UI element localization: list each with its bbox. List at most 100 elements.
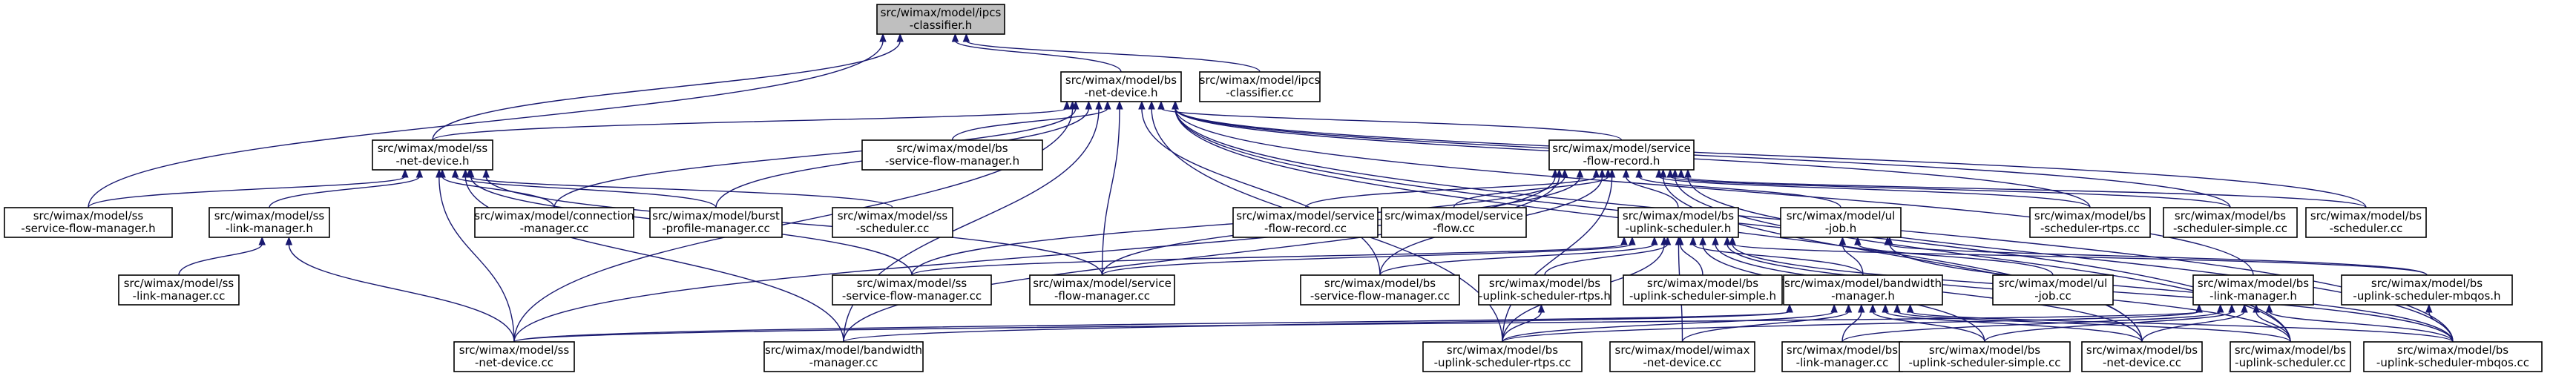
node-label-line: -manager.cc [809,356,878,369]
arrow-head-icon [1786,303,1793,313]
file-node-bs-net-device-cc[interactable]: src/wimax/model/bs-net-device.cc [2081,341,2203,372]
file-node-bs-sfm-h[interactable]: src/wimax/model/bs-service-flow-manager.… [861,139,1043,171]
file-node-connection-manager-cc[interactable]: src/wimax/model/connection-manager.cc [474,207,634,238]
file-node-sf-cc[interactable]: src/wimax/model/service-flow.cc [1381,207,1527,238]
edge-line [911,243,1625,276]
file-node-bs-uplink-scheduler-h[interactable]: src/wimax/model/bs-uplink-scheduler.h [1617,207,1739,238]
file-node-bs-link-manager-cc[interactable]: src/wimax/model/bs-link-manager.cc [1781,341,1903,372]
file-node-sfm-cc[interactable]: src/wimax/model/service-flow-manager.cc [1029,274,1175,306]
file-node-bs-ul-simple-cc[interactable]: src/wimax/model/bs-uplink-scheduler-simp… [1899,341,2071,372]
edge-line [1658,176,2091,208]
arrow-head-icon [1684,168,1692,178]
file-node-bs-ul-mbqos-cc[interactable]: src/wimax/model/bs-uplink-scheduler-mbqo… [2363,341,2543,372]
arrow-head-icon [1592,168,1600,178]
dependency-edge [1869,303,1985,343]
dependency-edge [1502,168,1616,343]
file-node-bs-sfm-cc[interactable]: src/wimax/model/bs-service-flow-manager.… [1300,274,1460,306]
dependency-edge [1502,303,2203,343]
node-box [2230,341,2351,372]
file-node-bs-ul-mbqos-h[interactable]: src/wimax/model/bs-uplink-scheduler-mbqo… [2341,274,2513,306]
file-node-sf-record-cc[interactable]: src/wimax/model/service-flow-record.cc [1232,207,1379,238]
file-node-bs-scheduler-cc[interactable]: src/wimax/model/bs-scheduler.cc [2305,207,2427,238]
file-node-bs-net-device-h[interactable]: src/wimax/model/bs-net-device.h [1060,71,1182,102]
edge-line [513,311,2200,343]
node-box [1899,341,2071,372]
file-node-bs-link-manager-h[interactable]: src/wimax/model/bs-link-manager.h [2192,274,2314,306]
dependency-edge [1655,168,2091,208]
node-label-line: src/wimax/model/ipcs [1200,73,1321,87]
file-node-wimax-net-device-cc[interactable]: src/wimax/model/wimax-net-device.cc [1609,341,1755,372]
arrow-head-icon [1085,100,1093,110]
edge-line [1857,243,2054,276]
file-node-bs-scheduler-rtps-cc[interactable]: src/wimax/model/bs-scheduler-rtps.cc [2029,207,2151,238]
node-label-line: src/wimax/model/ss [838,209,948,222]
arrow-head-icon [1537,303,1545,313]
dependency-edge [1502,303,1838,343]
node-label-line: -flow.cc [1433,222,1474,235]
file-node-burst-profile-manager-cc[interactable]: src/wimax/model/burst-profile-manager.cc [649,207,783,238]
node-label-line: src/wimax/model/ss [214,209,325,222]
file-node-ss-net-device-h[interactable]: src/wimax/model/ss-net-device.h [372,139,493,171]
arrow-head-icon [1608,168,1616,178]
dependency-edge [1681,303,1853,343]
dependency-edge [1886,236,2454,343]
file-node-ul-job-h[interactable]: src/wimax/model/ul-job.h [1780,207,1902,238]
edge-line [1160,108,1623,141]
node-label-line: -scheduler-rtps.cc [2040,222,2140,235]
node-label-line: src/wimax/model/bs [1647,277,1758,290]
arrow-head-icon [1138,100,1146,110]
edge-line [513,311,1790,343]
file-node-bandwidth-manager-cc[interactable]: src/wimax/model/bandwidth-manager.cc [763,341,924,372]
file-node-ss-link-manager-h[interactable]: src/wimax/model/ss-link-manager.h [208,207,330,238]
node-box [453,341,575,372]
node-label-line: src/wimax/model/ss [857,277,967,290]
file-node-bs-ul-scheduler-cc[interactable]: src/wimax/model/bs-uplink-scheduler.cc [2230,341,2351,372]
node-label-line: -flow-record.h [1583,154,1660,168]
file-node-bs-ul-rtps-h[interactable]: src/wimax/model/bs-uplink-scheduler-rtps… [1478,274,1611,306]
node-label-line: src/wimax/model/service [1033,277,1172,290]
file-node-sf-record-h[interactable]: src/wimax/model/service-flow-record.h [1548,139,1695,171]
node-label-line: -uplink-scheduler-mbqos.cc [2376,356,2529,369]
file-node-ss-net-device-cc[interactable]: src/wimax/model/ss-net-device.cc [453,341,575,372]
node-box [208,207,330,238]
dependency-edge [1689,236,1864,276]
node-label-line: src/wimax/model/bs [2371,277,2483,290]
node-box [2341,274,2513,306]
dependency-edge [843,303,1793,343]
file-node-bs-ul-rtps-cc[interactable]: src/wimax/model/bs-uplink-scheduler-rtps… [1422,341,1583,372]
edge-line [1680,176,2367,208]
file-node-bs-ul-simple-h[interactable]: src/wimax/model/bs-uplink-scheduler-simp… [1623,274,1783,306]
arrow-head-icon [1712,236,1719,245]
dependency-edge [436,168,515,343]
file-node-bs-scheduler-simple-cc[interactable]: src/wimax/model/bs-scheduler-simple.cc [2163,207,2298,238]
dependency-edge [1157,100,1623,141]
node-label-line: -job.cc [2034,289,2071,303]
edge-line [269,176,421,208]
edge-line [2141,311,2245,343]
node-label-line: -service-flow-manager.h [885,154,1019,168]
file-node-bandwidth-manager-h[interactable]: src/wimax/model/bandwidth-manager.h [1783,274,1943,306]
node-box [861,139,1043,171]
node-label-line: src/wimax/model/service [1384,209,1523,222]
file-node-ss-sfm-h[interactable]: src/wimax/model/ss-service-flow-manager.… [4,207,173,238]
file-node-ss-link-manager-cc[interactable]: src/wimax/model/ss-link-manager.cc [118,274,240,306]
edge-line [1174,108,2231,208]
arrow-head-icon [461,168,470,178]
edge-line [1502,311,1835,343]
dependency-edge [178,236,266,276]
node-label-line: -scheduler.cc [856,222,930,235]
file-node-ss-scheduler-cc[interactable]: src/wimax/model/ss-scheduler.cc [832,207,953,238]
node-box [1060,71,1182,102]
node-label-line: src/wimax/model/bs [2310,209,2422,222]
file-node-ipcs-cc[interactable]: src/wimax/model/ipcs-classifier.cc [1199,71,1321,102]
file-node-ss-sfm-cc[interactable]: src/wimax/model/ss-service-flow-manager.… [832,274,992,306]
node-box [1783,274,1943,306]
node-box [832,207,953,238]
edge-line [1984,311,2232,343]
node-box [1781,341,1903,372]
edge-line [438,176,515,343]
node-box [1609,341,1755,372]
edge-line [1896,311,2291,343]
file-node-ul-job-cc[interactable]: src/wimax/model/ul-job.cc [1992,274,2114,306]
